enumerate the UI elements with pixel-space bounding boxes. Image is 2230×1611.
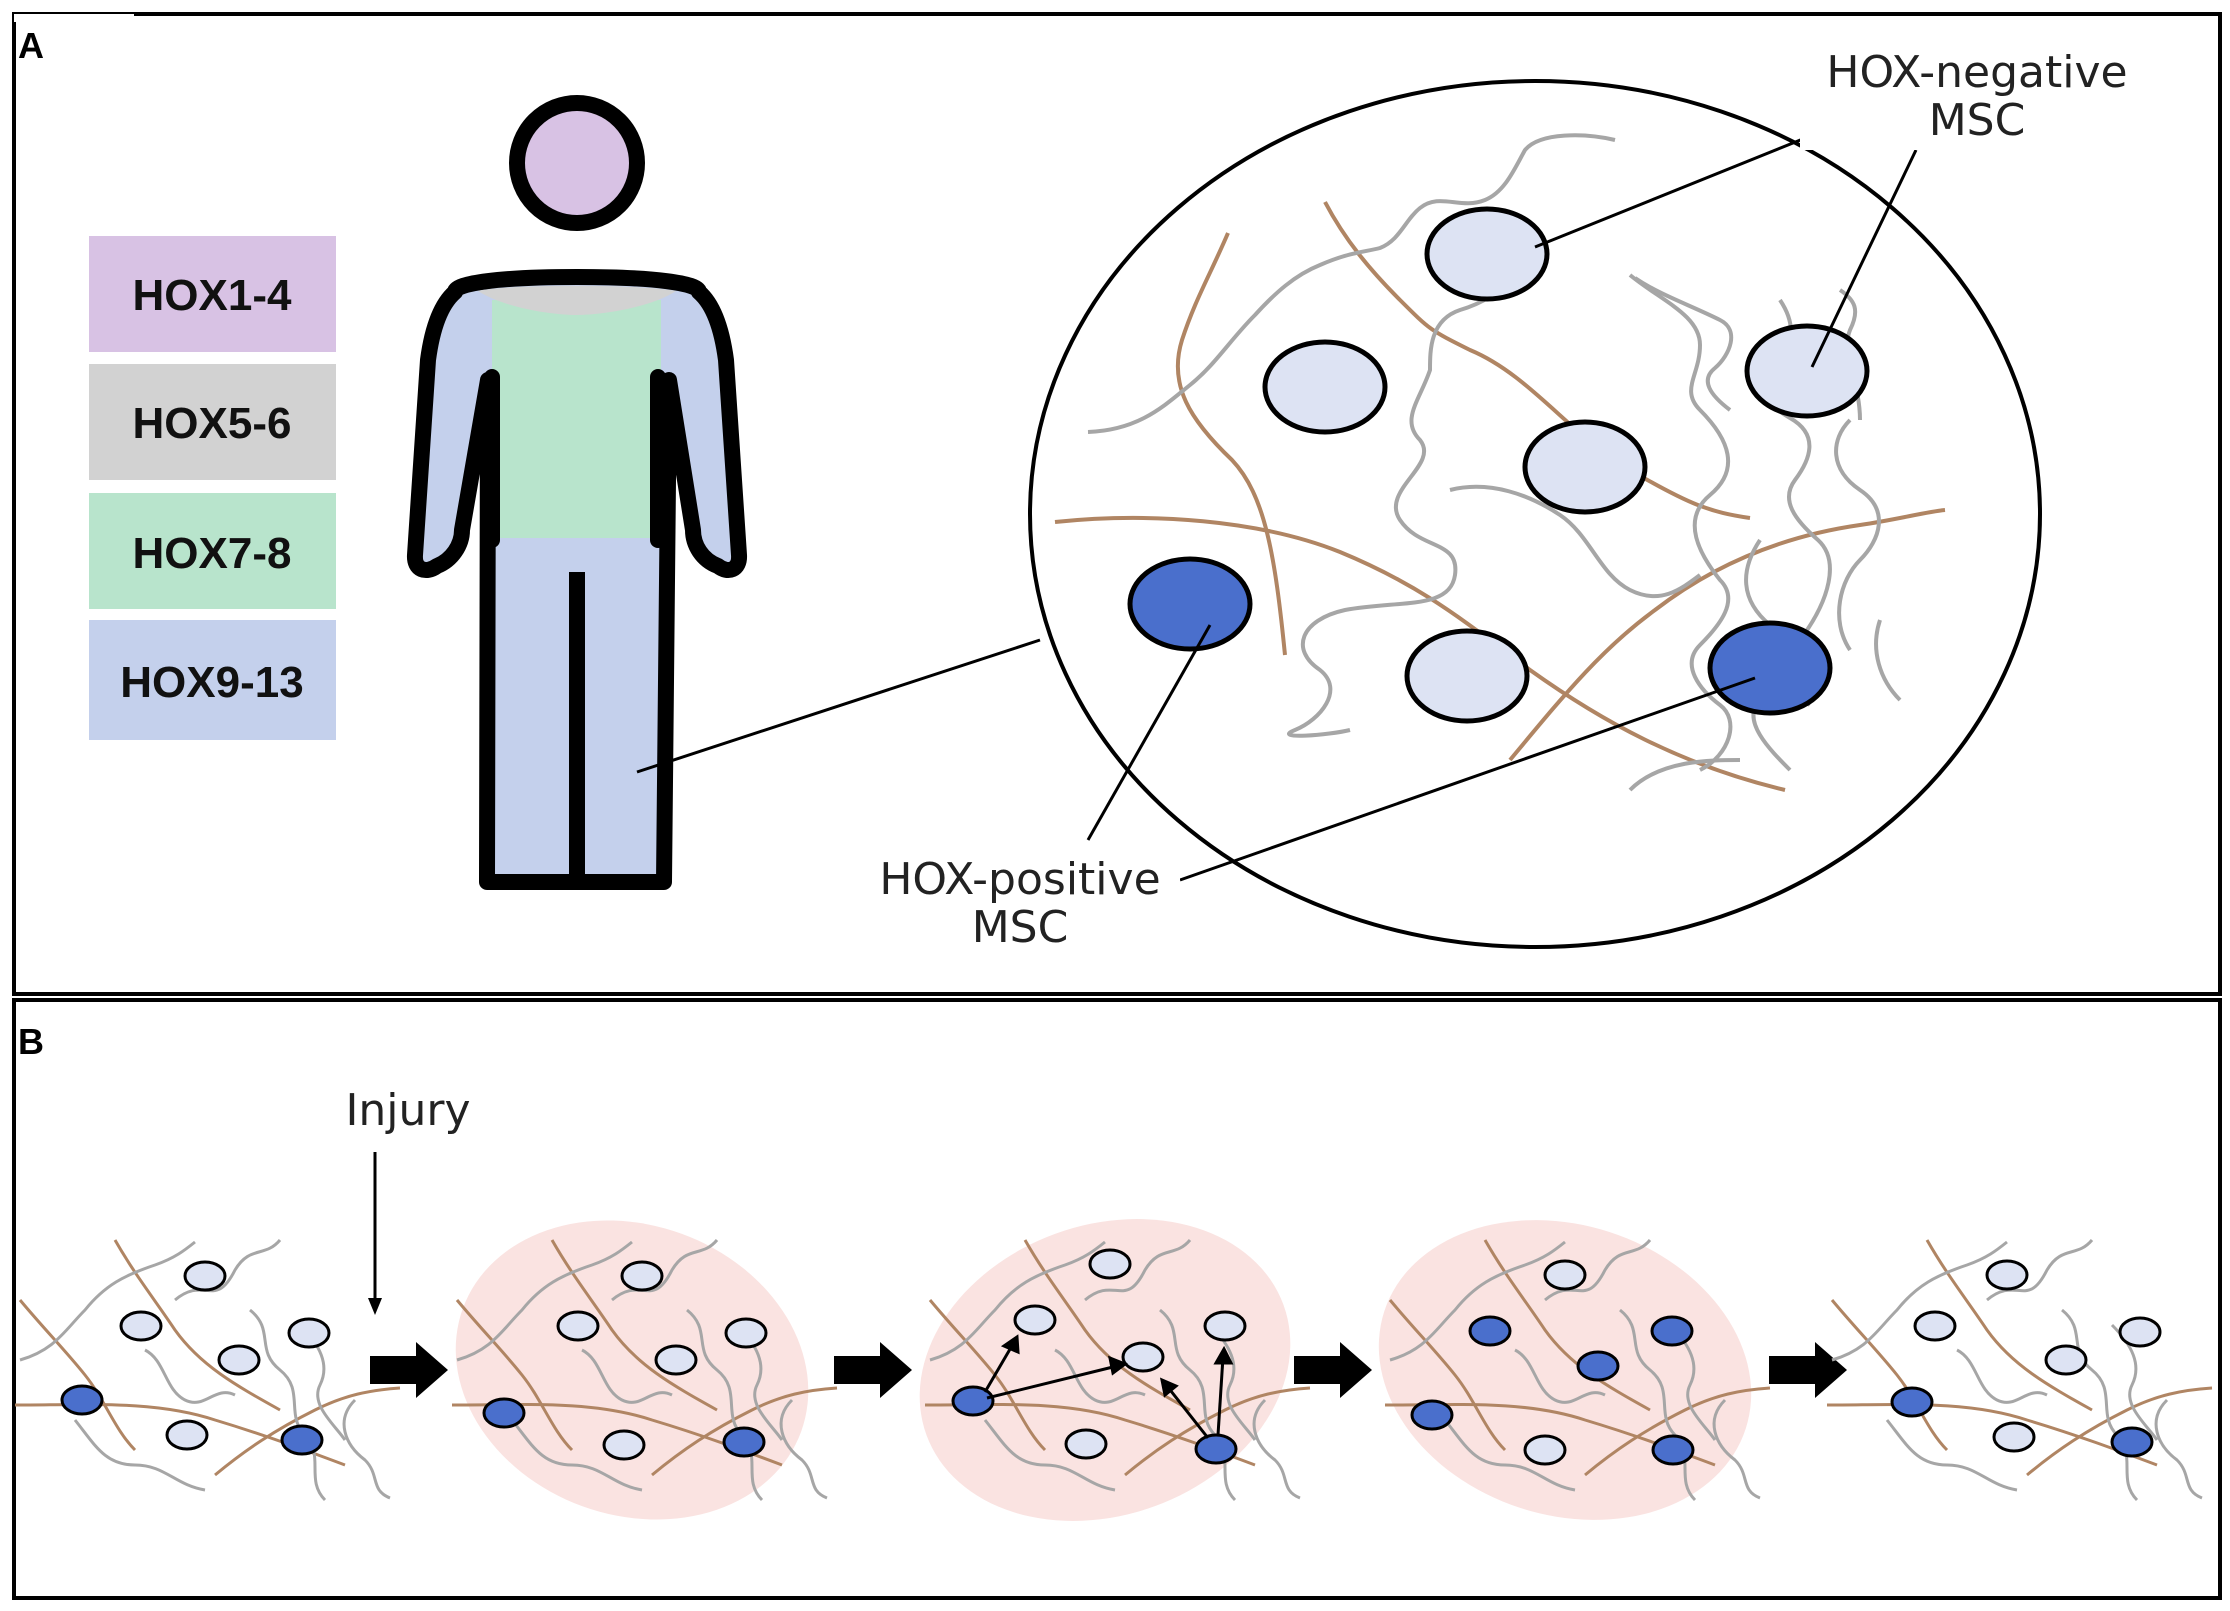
hox-negative-cell <box>1985 1259 2029 1291</box>
hox-positive-cell <box>1576 1350 1620 1382</box>
panel-a-frame <box>12 12 2222 996</box>
hox-positive-cell <box>1650 1315 1694 1347</box>
legend-box-hox7-8 <box>89 493 336 609</box>
stage-activation <box>919 1219 1312 1521</box>
hox-negative-cell <box>1522 419 1648 515</box>
head-icon <box>509 95 645 231</box>
panel-b-letter: B <box>18 1021 44 1062</box>
hox-negative-cell <box>2044 1344 2088 1376</box>
right-arrow-icon <box>834 1342 912 1398</box>
legend-label-hox9-13: HOX9-13 <box>120 658 303 707</box>
hox-negative-cell <box>556 1310 600 1342</box>
legend-label-hox1-4: HOX1-4 <box>133 271 292 320</box>
hox-negative-cell <box>1424 206 1550 302</box>
shoulder-region <box>478 285 676 315</box>
stage-healthy <box>13 1238 402 1502</box>
hox-positive-cell <box>1707 620 1833 716</box>
inflammation-zone <box>455 1220 809 1520</box>
legend-label-hox5-6: HOX5-6 <box>133 399 292 448</box>
hox-negative-cell <box>287 1317 331 1349</box>
hox-positive-cell <box>1890 1386 1934 1418</box>
hox-positive-cell <box>1194 1433 1238 1465</box>
label-hox-negative: HOX-negative MSC <box>1800 40 2128 150</box>
hox-negative-cell <box>2118 1316 2162 1348</box>
label-hox-positive: HOX-positive MSC <box>870 846 1180 956</box>
human-figure-icon <box>407 95 747 890</box>
hox-positive-cell <box>482 1397 526 1429</box>
hox-positive-cell <box>1410 1399 1454 1431</box>
zoom-pointer-line <box>636 638 1041 774</box>
msc-cells <box>1127 206 1870 724</box>
hox-negative-cell <box>1121 1341 1165 1373</box>
legend-box-hox9-13 <box>89 620 336 740</box>
hox-negative-cell <box>620 1260 664 1292</box>
stage-resolved <box>1825 1238 2214 1502</box>
hox-negative-cell <box>1404 628 1530 724</box>
label-hox-negative-line2: MSC <box>1929 95 2026 146</box>
hox-negative-cell <box>165 1419 209 1451</box>
label-hox-positive-line1: HOX-positive <box>879 854 1160 905</box>
hox-negative-cell <box>1992 1421 2036 1453</box>
hox-negative-cell <box>1523 1434 1567 1466</box>
hox-negative-cell <box>1088 1248 1132 1280</box>
torso-region <box>492 300 661 538</box>
hox-negative-cell <box>1744 323 1870 419</box>
label-hox-negative-line1: HOX-negative <box>1826 47 2127 98</box>
hox-negative-cell <box>217 1344 261 1376</box>
hox-negative-cell <box>119 1310 163 1342</box>
panel-a-letter: A <box>18 25 44 66</box>
tissue-zoom <box>1028 79 2042 949</box>
label-hox-positive-line2: MSC <box>972 902 1069 953</box>
right-arrow-icon <box>1294 1342 1372 1398</box>
hox-negative-cell <box>724 1317 768 1349</box>
hox-positive-cell <box>951 1385 995 1417</box>
legend-box-hox1-4 <box>89 236 336 352</box>
hox-legend: HOX1-4 HOX5-6 HOX7-8 HOX9-13 <box>89 236 336 740</box>
hox-positive-cell <box>1468 1315 1512 1347</box>
hox-positive-cell <box>1651 1434 1695 1466</box>
hox-positive-cell <box>60 1384 104 1416</box>
migration-arrows <box>983 1334 1234 1439</box>
hox-positive-cell <box>280 1424 324 1456</box>
hox-positive-cell <box>1127 556 1253 652</box>
process-arrows <box>370 1342 1847 1398</box>
stage-inflammation <box>450 1220 839 1520</box>
legend-box-hox5-6 <box>89 364 336 480</box>
zoom-circle <box>1028 79 2042 949</box>
hox-negative-cell <box>1064 1428 1108 1460</box>
hox-negative-cell <box>654 1344 698 1376</box>
hox-negative-cell <box>183 1260 227 1292</box>
panel-b-frame <box>12 998 2222 1600</box>
panel-a-label-bg <box>14 14 134 22</box>
hox-negative-cell <box>1013 1304 1057 1336</box>
stage-differentiation <box>1378 1220 1772 1520</box>
inflammation-zone <box>1378 1220 1752 1520</box>
hox-negative-cell <box>1543 1259 1587 1291</box>
right-arrow-icon <box>1769 1342 1847 1398</box>
hox-negative-cell <box>602 1429 646 1461</box>
hox-negative-cell <box>1913 1310 1957 1342</box>
legend-label-hox7-8: HOX7-8 <box>133 529 292 578</box>
hox-positive-cell <box>722 1426 766 1458</box>
right-arrow-icon <box>370 1342 448 1398</box>
hox-negative-cell <box>1262 339 1388 435</box>
injury-label: Injury <box>345 1085 470 1136</box>
hox-positive-cell <box>2110 1426 2154 1458</box>
hox-negative-cell <box>1203 1310 1247 1342</box>
ecm-fibers <box>1054 133 1946 792</box>
